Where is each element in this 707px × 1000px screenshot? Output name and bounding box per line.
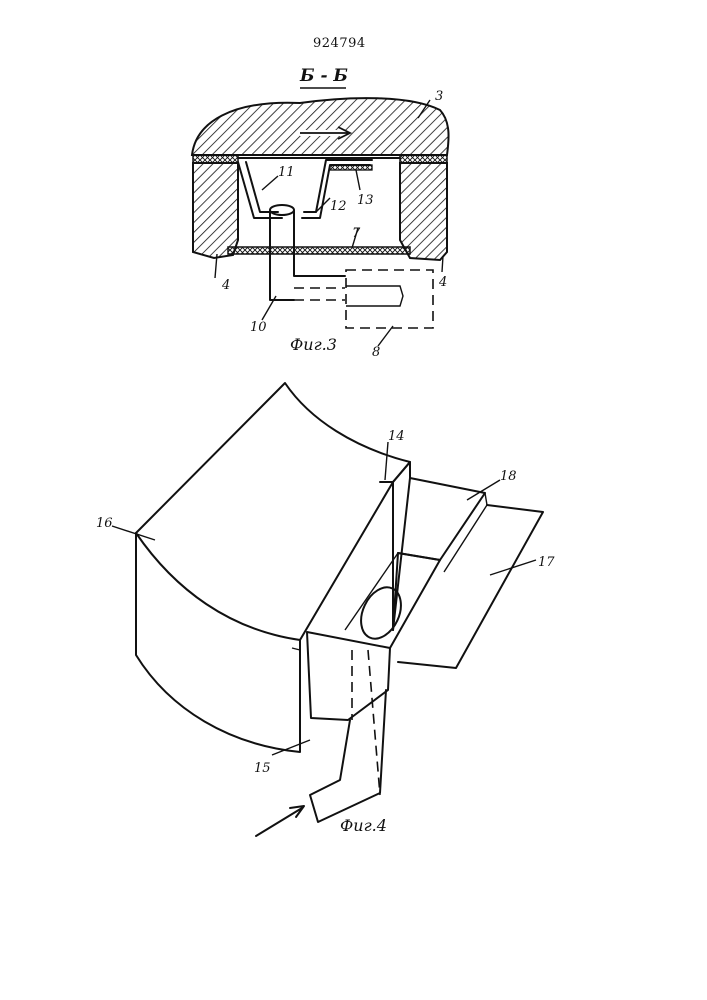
fig4-caption: Фиг.4: [340, 818, 387, 834]
label-12: 12: [330, 199, 347, 214]
label-10: 10: [250, 320, 267, 335]
label-3: 3: [435, 89, 443, 104]
tray-18: [398, 478, 485, 560]
label-4-left: 4: [221, 278, 230, 293]
label-8: 8: [372, 345, 380, 360]
curved-block-16: [136, 383, 410, 640]
upper-body-3: [192, 98, 449, 155]
block-left-4: [193, 163, 238, 258]
block-right-4: [400, 163, 447, 260]
label-16: 16: [96, 516, 113, 531]
gasket-left: [193, 155, 238, 163]
fig3-caption: Фиг.3: [290, 337, 337, 353]
label-13: 13: [357, 193, 374, 208]
fig4-perspective-view: 14 18 16 17 15: [96, 383, 555, 836]
inlet-pipe: [310, 690, 386, 822]
label-4-right: 4: [438, 275, 447, 290]
label-11: 11: [278, 165, 295, 180]
plate-13: [330, 165, 372, 170]
pipe-10-mouth: [270, 205, 294, 215]
hole: [353, 581, 408, 645]
label-18: 18: [500, 469, 517, 484]
label-17: 17: [538, 555, 555, 570]
label-14: 14: [388, 429, 405, 444]
label-7: 7: [352, 226, 361, 241]
fig3-section-view: 3 11 12 13 7 4 4 10 8: [192, 89, 449, 360]
box-8: [346, 270, 433, 328]
plate-7: [228, 247, 410, 254]
label-15: 15: [254, 761, 271, 776]
pipe-10: [270, 210, 345, 300]
inlet-arrow: [256, 806, 304, 836]
front-box-15: [307, 632, 390, 720]
gasket-right: [400, 155, 447, 163]
